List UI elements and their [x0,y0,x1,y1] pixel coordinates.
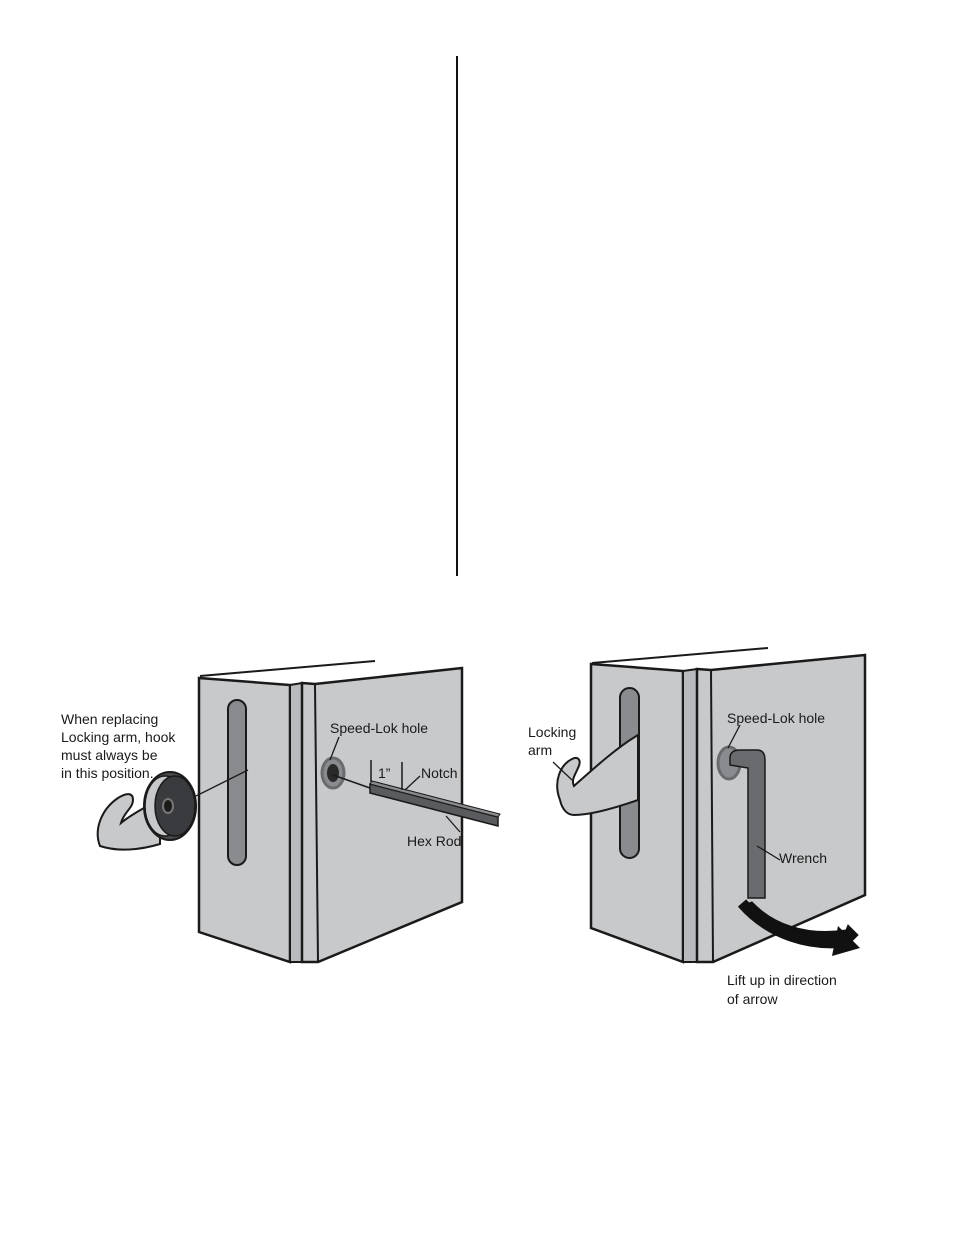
note-line-3: must always be [61,747,158,763]
lift-line-1: Lift up in direction [727,972,837,988]
hexrod-label: Hex Rod [407,833,461,849]
left-front-panel [302,668,462,962]
left-figure: When replacing Locking arm, hook must al… [61,661,500,962]
hook-disc-hole [163,799,173,813]
note-line-2: Locking arm, hook [61,729,176,745]
locking-arm-line-1: Locking [528,724,576,740]
right-top-edge [592,648,768,663]
hook-disc-back [155,776,195,836]
wrench-label: Wrench [779,850,827,866]
notch-label: Notch [421,765,458,781]
right-panel-seam [683,669,697,962]
lift-line-2: of arrow [727,991,778,1007]
note-line-4: in this position. [61,765,154,781]
left-slot [228,700,246,865]
left-top-edge [200,661,375,676]
left-speedlok-label: Speed-Lok hole [330,720,428,736]
left-speedlok-hole-inner [327,764,339,782]
locking-arm-line-2: arm [528,742,552,758]
right-speedlok-label: Speed-Lok hole [727,710,825,726]
dimension-label: 1” [378,765,391,781]
left-panel-seam [290,683,302,962]
right-front-panel [697,655,865,962]
note-line-1: When replacing [61,711,158,727]
right-figure: Locking arm Speed-Lok hole Wrench Lift u… [528,648,865,1007]
